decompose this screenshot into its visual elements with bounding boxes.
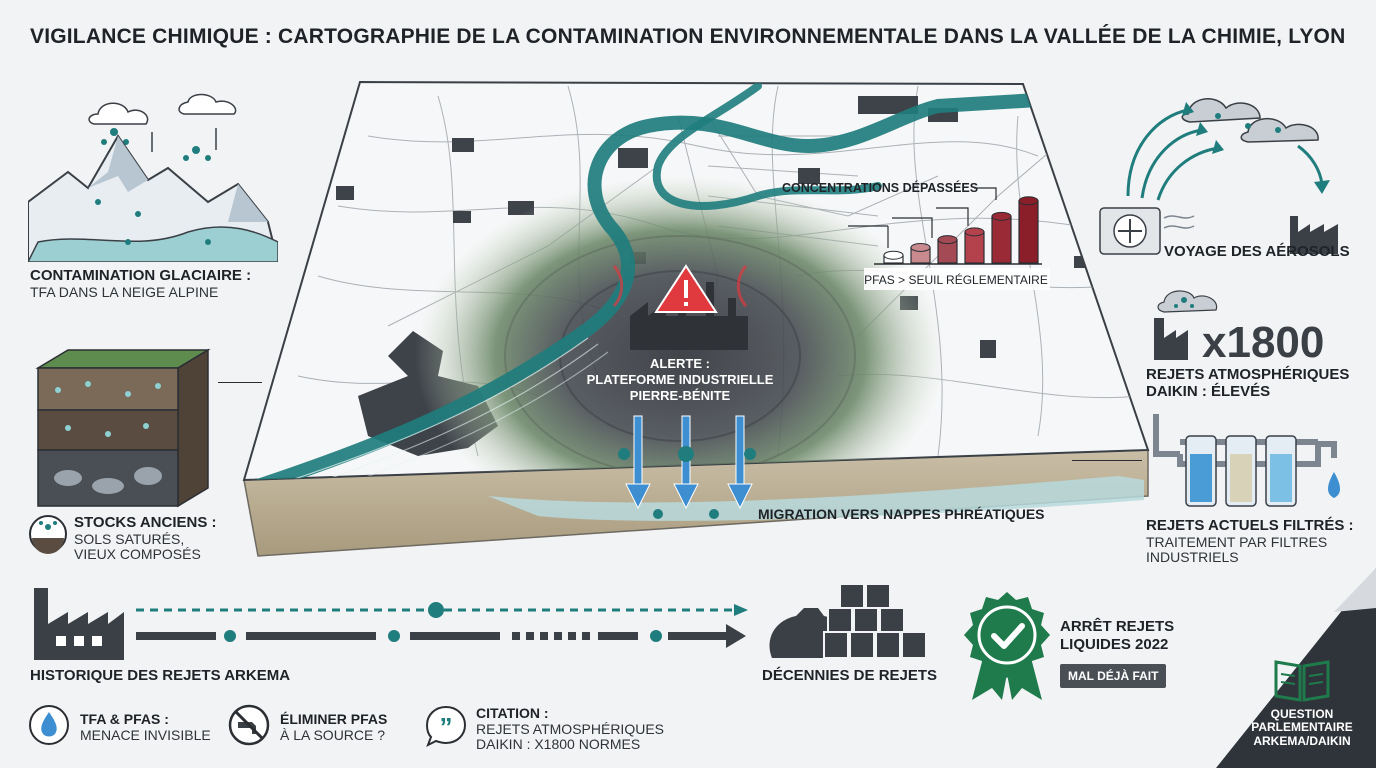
stop-line-2: LIQUIDES 2022 — [1060, 636, 1169, 653]
timeline-illustration — [34, 584, 927, 660]
page-corner — [1216, 568, 1376, 768]
soil-caption: STOCKS ANCIENS : SOLS SATURÉS, VIEUX COM… — [74, 514, 217, 563]
question-line-1: QUESTION — [1270, 707, 1334, 721]
citation-title: CITATION : — [476, 705, 549, 721]
soil-connector-line — [218, 382, 262, 383]
page-title: VIGILANCE CHIMIQUE : CARTOGRAPHIE DE LA … — [30, 25, 1346, 48]
filters-title: REJETS ACTUELS FILTRÉS : — [1146, 517, 1354, 534]
pfas-bar-4 — [964, 231, 985, 264]
tfa-caption: TFA & PFAS : MENACE INVISIBLE — [80, 711, 211, 743]
soil-line-2: VIEUX COMPOSÉS — [74, 546, 201, 563]
waste-barrels-icon — [769, 584, 927, 659]
tfa-text: MENACE INVISIBLE — [80, 726, 211, 743]
contamination-halo — [415, 176, 945, 480]
groundwater-arrows — [618, 415, 756, 519]
alert-line-3: PIERRE-BÉNITE — [630, 388, 731, 403]
pfas-bar-cap-4 — [964, 227, 985, 237]
daikin-caption: REJETS ATMOSPHÉRIQUES DAIKIN : ÉLEVÉS — [1146, 366, 1350, 401]
open-book-icon — [1274, 660, 1330, 702]
eliminate-caption: ÉLIMINER PFAS À LA SOURCE ? — [280, 711, 388, 743]
filter-connector-line — [1072, 460, 1142, 461]
pfas-bar-cap-6 — [1018, 196, 1039, 206]
pfas-bar-cap-1 — [883, 250, 904, 260]
question-caption: QUESTION PARLEMENTAIRE ARKEMA/DAIKIN — [1240, 707, 1364, 748]
filters-caption: REJETS ACTUELS FILTRÉS : TRAITEMENT PAR … — [1146, 517, 1354, 566]
threshold-label: PFAS > SEUIL RÉGLEMENTAIRE — [864, 272, 1048, 287]
pfas-bar-6 — [1018, 200, 1039, 264]
timeline-left-label: HISTORIQUE DES REJETS ARKEMA — [30, 667, 291, 684]
stop-badge: MAL DÉJÀ FAIT — [1060, 664, 1167, 688]
eliminate-line-2: À LA SOURCE ? — [280, 726, 386, 743]
filter-system-illustration — [1153, 414, 1340, 507]
stop-2022-seal-icon — [964, 592, 1050, 700]
quote-icon: ” — [425, 705, 467, 748]
daikin-multiplier: x1800 — [1202, 318, 1325, 367]
glacier-text: TFA DANS LA NEIGE ALPINE — [30, 283, 219, 300]
pfas-bar-cap-2 — [910, 242, 931, 252]
stop-line-1: ARRÊT REJETS — [1060, 618, 1175, 635]
daikin-line-2: DAIKIN : ÉLEVÉS — [1146, 382, 1271, 400]
contamination-map: ALERTE : PLATEFORME INDUSTRIELLE PIERRE-… — [242, 80, 1150, 557]
concentrations-label: CONCENTRATIONS DÉPASSÉES — [782, 180, 978, 195]
river-saone — [652, 82, 882, 210]
pfas-bar-5 — [991, 215, 1012, 264]
timeline-right-label: DÉCENNIES DE REJETS — [762, 667, 938, 684]
alert-line-1: ALERTE : — [650, 356, 710, 371]
tfa-title: TFA & PFAS : — [80, 711, 169, 727]
soil-cube-illustration — [35, 348, 211, 508]
no-faucet-icon — [228, 704, 270, 746]
glacier-illustration — [28, 93, 278, 262]
soil-title: STOCKS ANCIENS : — [74, 514, 217, 531]
aerosols-label: VOYAGE DES AÉROSOLS — [1164, 243, 1350, 260]
pfas-bar-cap-3 — [937, 235, 958, 245]
pfas-bar-cap-5 — [991, 211, 1012, 221]
question-line-3: ARKEMA/DAIKIN — [1253, 733, 1351, 748]
citation-caption: CITATION : REJETS ATMOSPHÉRIQUES DAIKIN … — [476, 705, 664, 753]
daikin-line-1: REJETS ATMOSPHÉRIQUES — [1146, 366, 1350, 383]
question-line-2: PARLEMENTAIRE — [1251, 720, 1353, 735]
glacier-title: CONTAMINATION GLACIAIRE : — [30, 267, 252, 284]
river-rhone — [251, 93, 1045, 480]
alert-warning-icon — [612, 264, 748, 313]
groundwater-label: MIGRATION VERS NAPPES PHRÉATIQUES — [758, 506, 1045, 522]
citation-line-2: DAIKIN : X1800 NORMES — [476, 736, 641, 753]
glacier-caption: CONTAMINATION GLACIAIRE : TFA DANS LA NE… — [30, 267, 252, 300]
svg-text:”: ” — [440, 712, 453, 742]
soil-sample-icon — [29, 515, 67, 554]
pfas-bar-chart — [883, 196, 1039, 264]
concentration-connectors — [848, 187, 997, 248]
aerosol-illustration — [1099, 98, 1338, 255]
daikin-factory-icon — [1154, 290, 1218, 360]
stop-caption: ARRÊT REJETS LIQUIDES 2022 — [1060, 618, 1174, 654]
citation-line-1: REJETS ATMOSPHÉRIQUES — [476, 720, 664, 737]
groundwater-layer — [488, 476, 1144, 521]
eliminate-line-1: ÉLIMINER PFAS — [280, 711, 388, 727]
alert-line-2: PLATEFORME INDUSTRIELLE — [587, 372, 774, 387]
soil-line-1: SOLS SATURÉS, — [74, 530, 185, 547]
filters-line-1: TRAITEMENT PAR FILTRES — [1146, 533, 1328, 550]
water-drop-icon — [29, 705, 69, 745]
arkema-factory-icon — [34, 588, 124, 660]
filters-line-2: INDUSTRIELS — [1146, 549, 1239, 566]
